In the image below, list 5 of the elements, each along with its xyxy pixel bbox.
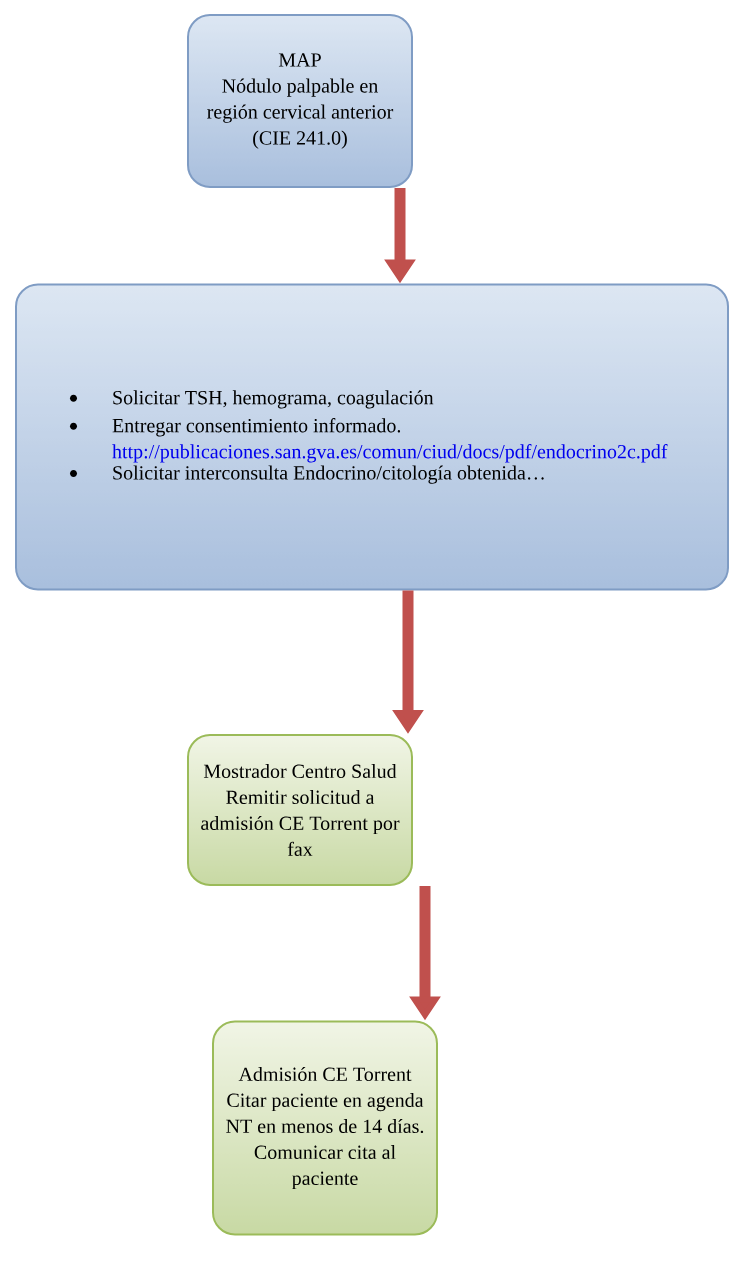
link: http://publicaciones.san.gva.es/comun/ciud/docs/pdf/endocrino2c.pdf [112, 444, 668, 463]
process-box: Solicitar TSH, hemograma, coagulación Entregar consentimiento informado. http://publicaciones.san.gva.es/comun/ciud/docs/pdf/endocrino2c.pdf Solicitar interconsulta Endocrino/citología obtenida… [15, 283, 729, 591]
process-box: MAP Nódulo palpable en región cervical anterior (CIE 241.0) [187, 14, 413, 188]
process-box: Mostrador Centro Salud Remitir solicitud a admisión CE Torrent por fax [187, 734, 413, 886]
process-box: Admisión CE Torrent Citar paciente en agenda NT en menos de 14 días. Comunicar cita al paciente [212, 1020, 438, 1236]
